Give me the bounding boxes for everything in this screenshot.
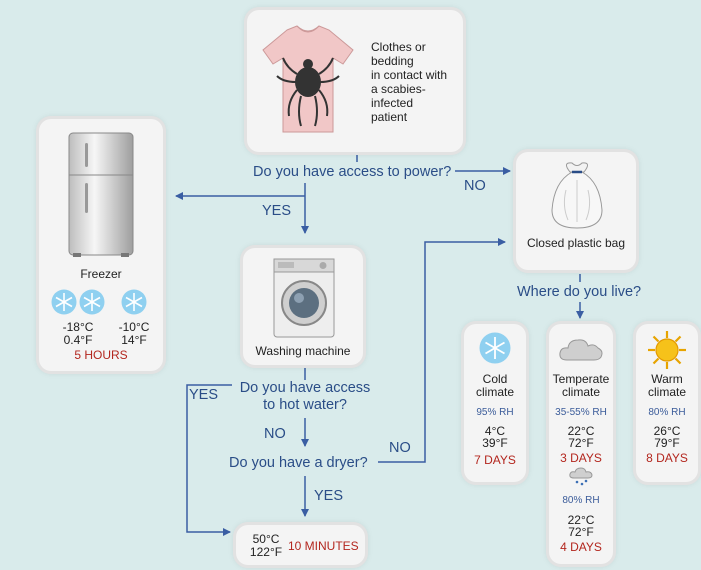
start-text-line: infected [371,96,414,110]
temperate-rh2: 80% RH [562,495,600,506]
temperate-duration2: 4 DAYS [560,540,602,554]
question-power: Do you have access to power? [253,164,452,180]
sun-icon [648,331,686,369]
temperate-c2: 22°C [567,513,595,527]
bag-label: Closed plastic bag [526,236,626,250]
rain-cloud-icon [569,467,593,486]
question-hotwater: Do you have access to hot water? [228,380,382,414]
cold-c: 4°C [484,424,506,438]
warm-line1: Warm [651,372,683,386]
temperate-rh: 35-55% RH [555,407,607,418]
warm-climate-card: Warm climate 80% RH 26°C 79°F 8 DAYS [636,324,698,482]
question-where: Where do you live? [517,284,642,300]
answer-hotwater-no: NO [264,426,286,442]
arrow-hotwater-yes [186,384,232,536]
cold-duration: 7 DAYS [474,453,516,467]
freezer-setting1-f: 0.4°F [63,333,93,347]
freezer-setting1-c: -18°C [62,320,94,334]
temperate-line2: climate [561,385,600,399]
snowflake-icon [479,332,511,364]
warm-f: 79°F [654,436,680,450]
temperate-c: 22°C [567,424,595,438]
answer-dryer-no: NO [389,440,411,456]
washing-machine-icon [273,258,335,338]
temperate-duration: 3 DAYS [560,451,602,465]
hotwater-result-c: 50°C [252,532,280,546]
cold-climate-card: Cold climate 95% RH 4°C 39°F 7 DAYS [464,324,526,482]
start-card: Clothes or bedding in contact with a sca… [247,10,463,152]
cold-line1: Cold [482,372,508,386]
start-text-line: patient [371,110,408,124]
cold-line2: climate [475,385,514,399]
answer-power-yes: YES [262,203,292,219]
freezer-card: Freezer -18°C 0.4°F -10°C 14°F 5 HOURS [39,119,163,371]
warm-c: 26°C [653,424,681,438]
question-hotwater-line2: to hot water? [263,397,347,413]
warm-line2: climate [647,385,686,399]
temperate-f2: 72°F [568,525,594,539]
warm-duration: 8 DAYS [646,451,688,465]
hotwater-result-f: 122°F [249,545,283,559]
freezer-duration: 5 HOURS [74,348,128,362]
answer-power-no: NO [464,178,486,194]
refrigerator-icon [68,132,134,257]
start-text-line: bedding [371,54,414,68]
temperate-climate-card: Temperate climate 35-55% RH 22°C 72°F 3 … [549,324,613,564]
hotwater-result-card: 50°C 122°F 10 MINUTES [236,525,365,565]
cold-f: 39°F [482,436,508,450]
snowflake-icon [51,289,77,315]
start-text-line: Clothes or [371,40,426,54]
start-text-line: a scabies- [371,82,426,96]
cold-rh: 95% RH [476,407,514,418]
snowflake-icon [121,289,147,315]
start-text: Clothes or bedding in contact with a sca… [371,40,461,124]
question-hotwater-line1: Do you have access [239,380,371,396]
plastic-bag-icon [551,162,603,229]
temperate-line1: Temperate [552,372,610,386]
washer-label: Washing machine [255,344,351,358]
bag-card: Closed plastic bag [516,152,636,270]
answer-dryer-yes: YES [314,488,344,504]
cloud-icon [559,339,603,361]
question-dryer: Do you have a dryer? [229,455,368,471]
shirt-with-mite-icon [262,25,354,133]
freezer-setting2-c: -10°C [118,320,150,334]
freezer-label: Freezer [80,267,122,281]
temperate-f: 72°F [568,436,594,450]
answer-hotwater-yes: YES [189,387,219,403]
washer-card: Washing machine [243,248,363,365]
warm-rh: 80% RH [648,407,686,418]
hotwater-result-duration: 10 MINUTES [288,539,359,553]
start-text-line: in contact with [371,68,448,82]
snowflake-icon [79,289,105,315]
freezer-setting2-f: 14°F [121,333,147,347]
